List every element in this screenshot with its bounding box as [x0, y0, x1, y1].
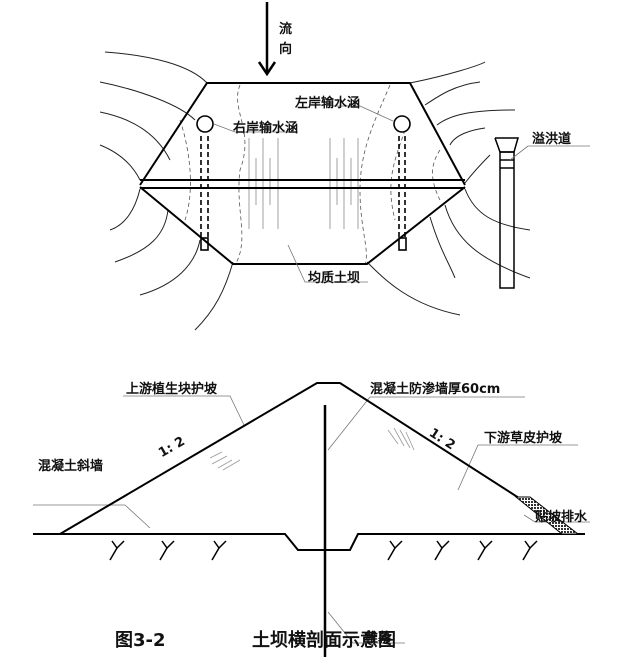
- curtain-label: 帷幕: [365, 631, 392, 646]
- hatch-marks: [248, 138, 359, 229]
- dam-outline: [139, 82, 466, 265]
- flow-label-1: 流: [279, 22, 293, 37]
- spillway-label: 溢洪道: [532, 132, 572, 147]
- dashed-contours: [179, 84, 441, 266]
- culverts: [196, 115, 411, 251]
- left-bank-culvert-label: 左岸输水涵: [295, 96, 361, 111]
- figure-number: 图3-2: [115, 630, 166, 651]
- leader-lines: [33, 105, 590, 644]
- flow-label-2: 向: [279, 42, 293, 57]
- bedrock-symbols: [109, 540, 538, 561]
- spillway-channel: [494, 137, 519, 289]
- figure-title: 土坝横剖面示意图: [252, 630, 396, 651]
- sloping-wall-label: 混凝土斜墙: [38, 459, 104, 474]
- cutoff-wall-label: 混凝土防渗墙厚60cm: [370, 382, 501, 397]
- contour-lines: [99, 51, 531, 331]
- slope-marks: [209, 427, 415, 471]
- slope-drainage-label: 贴坡排水: [535, 510, 588, 525]
- slope-drainage-fill: [514, 496, 580, 535]
- flow-arrow-icon: [257, 2, 277, 77]
- dam-section: [33, 382, 585, 657]
- downstream-slope-label: 下游草皮护坡: [484, 431, 563, 446]
- upstream-slope-label: 上游植生块护坡: [126, 382, 218, 397]
- right-bank-culvert-label: 右岸输水涵: [233, 121, 299, 136]
- homogeneous-dam-label: 均质土坝: [308, 271, 361, 286]
